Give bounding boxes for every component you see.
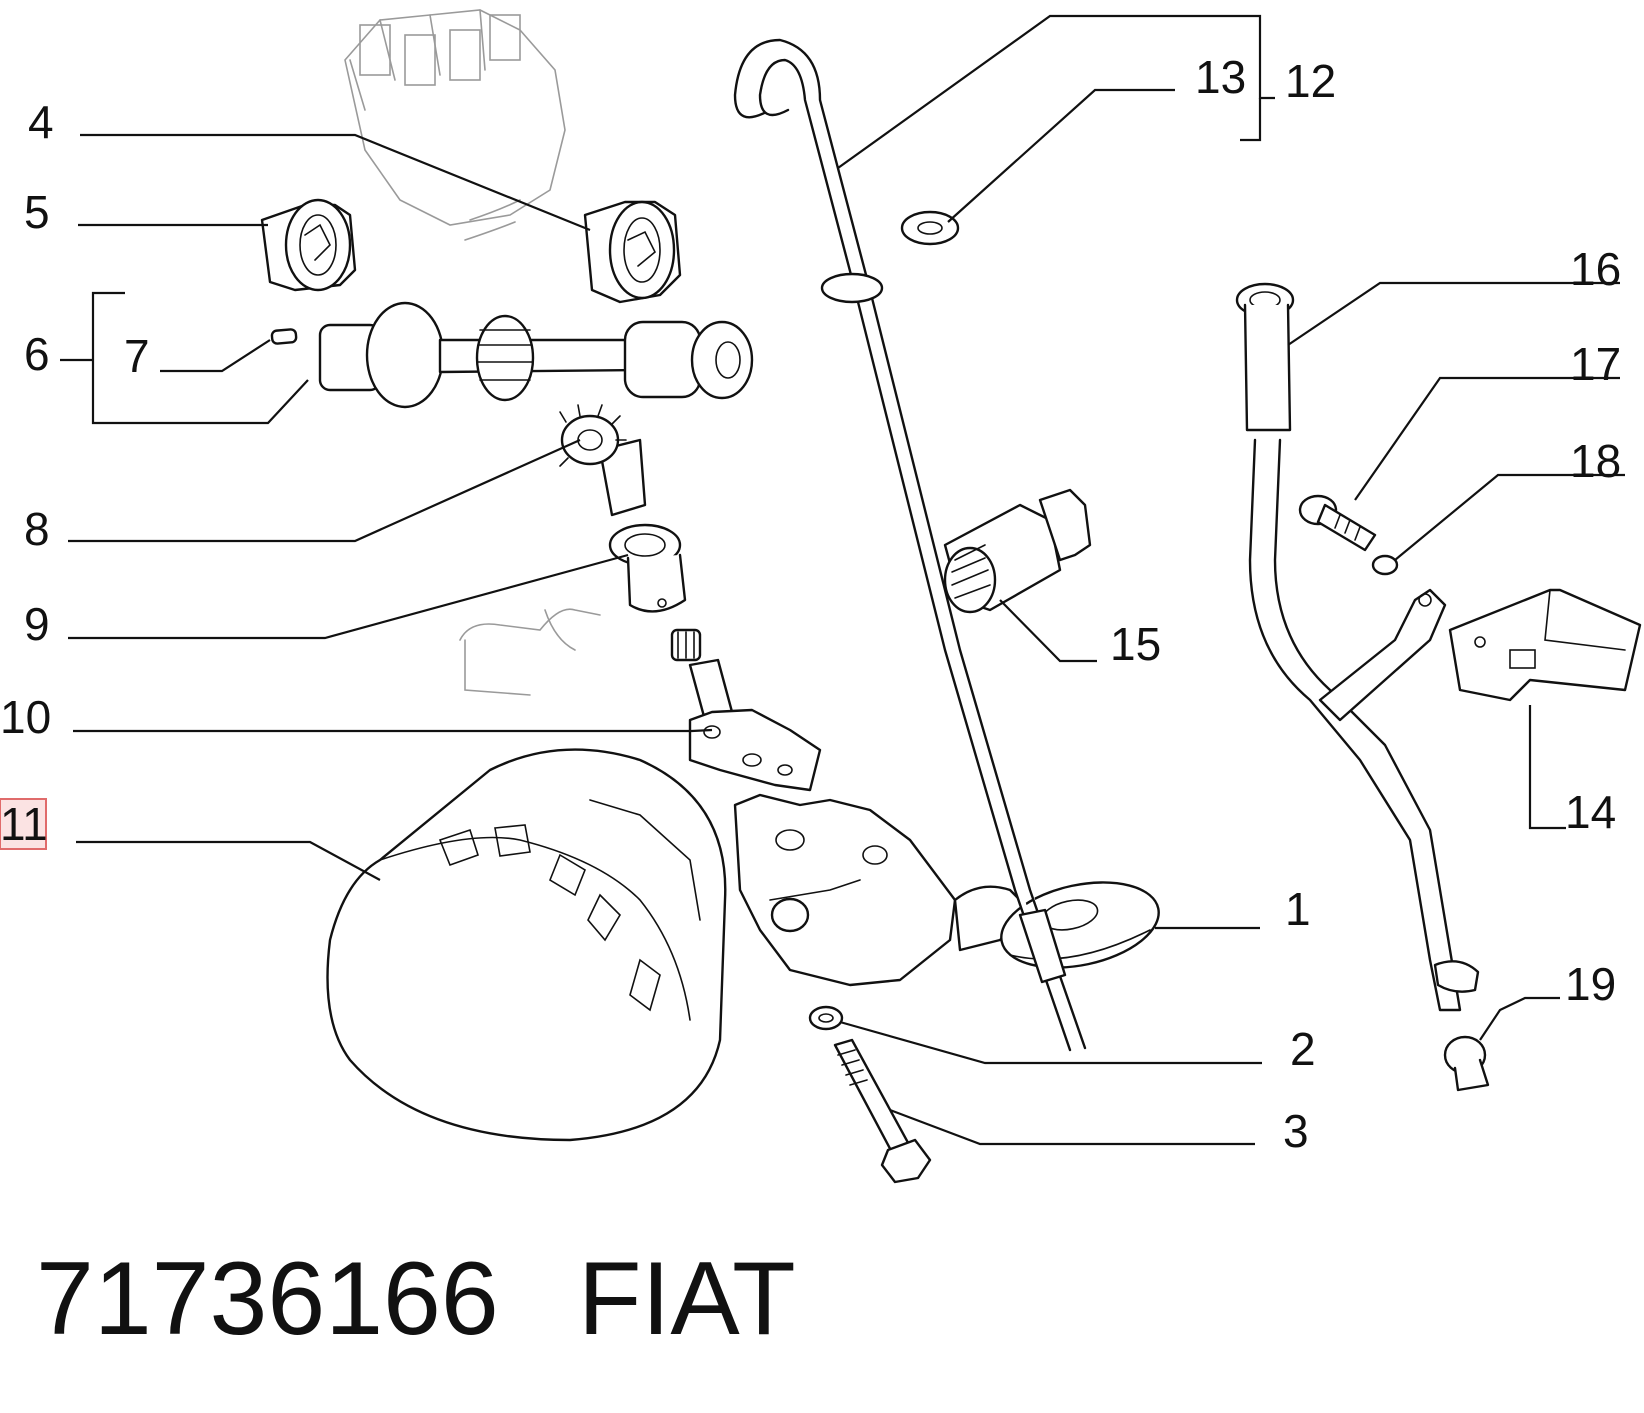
washer-part-18 [1371,554,1399,576]
callout-2[interactable]: 2 [1290,1023,1316,1075]
bracket-part-14 [1448,588,1642,702]
ghost-bracket [459,608,601,696]
washer-part-2 [808,1005,844,1031]
pin-part-7 [270,328,298,345]
callout-11[interactable]: 11 [0,798,48,850]
bolt-part-3 [833,1038,932,1184]
bushing-part-5 [260,198,357,292]
callout-13[interactable]: 13 [1195,51,1246,103]
callout-14[interactable]: 14 [1565,786,1616,838]
bushing-part-4 [583,200,682,304]
shaft-gear [475,314,535,402]
bolt-part-17 [1298,494,1377,552]
callout-10[interactable]: 10 [0,691,51,743]
callout-7[interactable]: 7 [124,330,150,382]
gear-part-8 [559,404,647,517]
callout-16[interactable]: 16 [1570,243,1621,295]
part-number: 71736166 [36,1241,499,1357]
dipstick-tube-part-16 [1235,282,1480,1012]
distributor-cap-ghost [344,9,566,241]
seal-ring-part-13 [900,210,960,246]
spline-piece [670,628,702,662]
callout-18[interactable]: 18 [1570,435,1621,487]
callout-12[interactable]: 12 [1285,55,1336,107]
callout-17[interactable]: 17 [1570,338,1621,390]
callout-19[interactable]: 19 [1565,958,1616,1010]
bushing-part-9 [608,523,687,613]
plug-part-19 [1443,1035,1490,1092]
pump-shaft-part-10 [688,658,822,792]
callout-1[interactable]: 1 [1285,883,1311,935]
dipstick-part-12 [733,38,1087,1052]
oil-filter-part-11 [326,748,727,1142]
drive-shaft-part-6 [318,301,754,409]
highlight-box-callout-11 [0,798,47,850]
callout-6[interactable]: 6 [24,328,50,380]
callout-4[interactable]: 4 [28,96,54,148]
callout-9[interactable]: 9 [24,598,50,650]
callout-labels: 1 2 3 4 5 6 7 8 9 10 11 12 13 14 15 16 1… [0,51,1621,1157]
threaded-union-part-15 [943,488,1092,614]
callout-3[interactable]: 3 [1283,1105,1309,1157]
oil-pump-part-1 [733,793,1160,987]
callout-8[interactable]: 8 [24,503,50,555]
leader-lines [60,14,1625,1146]
brand-name: FIAT [578,1241,796,1357]
callout-15[interactable]: 15 [1110,618,1161,670]
callout-5[interactable]: 5 [24,186,50,238]
footer-caption: 71736166 FIAT [36,1241,796,1357]
